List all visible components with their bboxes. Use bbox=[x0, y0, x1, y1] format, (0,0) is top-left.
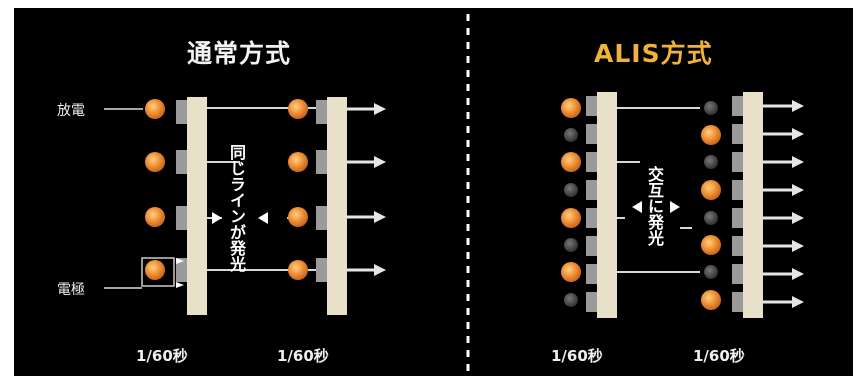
right-title: ALIS方式 bbox=[594, 39, 713, 68]
left-orb-b2 bbox=[288, 152, 308, 172]
left-caption: 同じラインが発光 bbox=[227, 144, 246, 272]
right-orb-b1 bbox=[704, 101, 718, 115]
right-orb-b3 bbox=[704, 155, 718, 169]
time-label-3: 1/60秒 bbox=[551, 347, 603, 365]
electrode-box bbox=[141, 257, 175, 287]
left-panel-1-tabs bbox=[176, 100, 187, 282]
right-caption: 交互に発光 bbox=[645, 166, 664, 246]
right-orb-b5 bbox=[704, 211, 718, 225]
time-label-2: 1/60秒 bbox=[277, 347, 329, 365]
right-connectors bbox=[617, 107, 700, 273]
left-output-arrows bbox=[347, 103, 386, 276]
discharge-label: 放電 bbox=[57, 103, 85, 119]
right-panel-1-tabs bbox=[586, 96, 597, 312]
electrode-box-arrows bbox=[176, 258, 184, 288]
right-double-arrow bbox=[632, 201, 680, 213]
time-label-4: 1/60秒 bbox=[693, 347, 745, 365]
right-orb-b2 bbox=[701, 125, 721, 145]
right-orb-b4 bbox=[701, 180, 721, 200]
right-orb-a7 bbox=[561, 262, 581, 282]
right-orb-b8 bbox=[701, 290, 721, 310]
right-orb-a6 bbox=[564, 238, 578, 252]
left-panel-2 bbox=[327, 97, 347, 315]
right-orb-a8 bbox=[564, 293, 578, 307]
left-orb-b1 bbox=[288, 99, 308, 119]
right-orb-a1 bbox=[561, 98, 581, 118]
left-double-arrow bbox=[212, 212, 268, 224]
right-panel-1 bbox=[597, 92, 617, 318]
left-orb-b3 bbox=[288, 207, 308, 227]
right-orb-a3 bbox=[561, 152, 581, 172]
left-orb-a4 bbox=[145, 260, 165, 280]
left-title: 通常方式 bbox=[187, 39, 292, 68]
right-orb-b6 bbox=[701, 235, 721, 255]
right-panel-2-tabs bbox=[732, 96, 743, 312]
right-orb-b7 bbox=[704, 265, 718, 279]
electrode-label: 電極 bbox=[57, 282, 85, 298]
left-orb-a1 bbox=[145, 99, 165, 119]
left-connectors bbox=[207, 107, 316, 271]
right-output-arrows bbox=[763, 100, 804, 308]
right-orb-a4 bbox=[564, 183, 578, 197]
right-orb-a2 bbox=[564, 128, 578, 142]
left-panel-2-tabs bbox=[316, 100, 327, 282]
right-orb-a5 bbox=[561, 208, 581, 228]
left-orb-a2 bbox=[145, 152, 165, 172]
left-orb-a3 bbox=[145, 207, 165, 227]
left-orb-b4 bbox=[288, 260, 308, 280]
left-panel-1 bbox=[187, 97, 207, 315]
right-panel-2 bbox=[743, 92, 763, 318]
time-label-1: 1/60秒 bbox=[136, 347, 188, 365]
